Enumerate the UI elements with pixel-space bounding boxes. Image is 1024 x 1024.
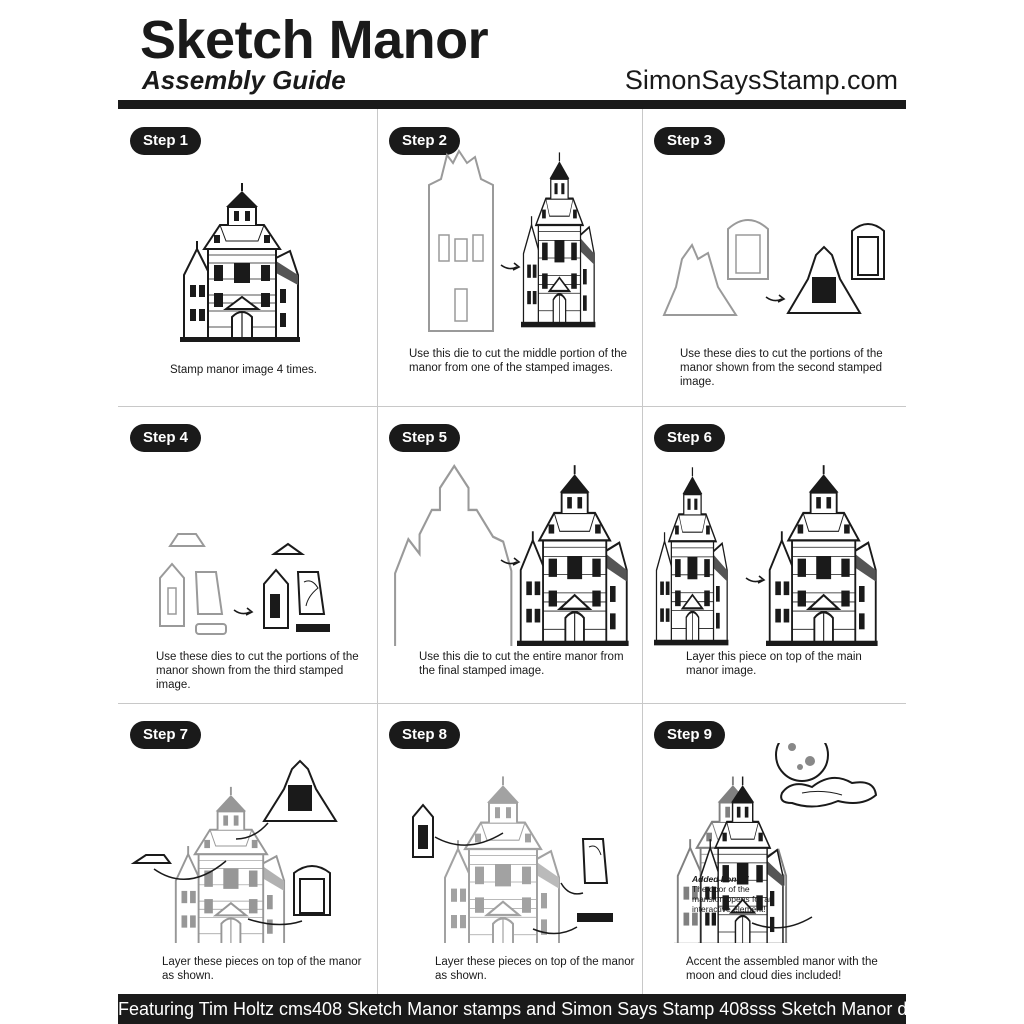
page-title: Sketch Manor — [140, 10, 489, 70]
step-7-panel: Step 7 Layer these pieces on top of the … — [118, 703, 377, 994]
grid-divider — [377, 109, 378, 994]
manor-illustration-icon — [179, 182, 301, 343]
grid-divider — [118, 703, 906, 704]
step-4-caption: Use these dies to cut the portions of th… — [156, 651, 359, 691]
manor-illustration-icon — [130, 759, 338, 943]
step-1-caption: Stamp manor image 4 times. — [170, 364, 318, 376]
grid-divider — [642, 109, 643, 994]
footer-banner: Featuring Tim Holtz cms408 Sketch Manor … — [118, 994, 930, 1024]
step-3-caption: Use these dies to cut the portions of th… — [680, 348, 883, 388]
step-9-caption: Accent the assembled manor with the moon… — [686, 956, 878, 982]
steps-grid: Step 1 Stamp manor image 4 times. Step 2… — [118, 109, 906, 994]
step-6-panel: Step 6 Layer this piece on top of the ma… — [642, 406, 906, 703]
step-1-panel: Step 1 Stamp manor image 4 times. — [118, 109, 377, 406]
step-6-caption: Layer this piece on top of the main mano… — [686, 651, 862, 677]
step-7-caption: Layer these pieces on top of the manor a… — [162, 956, 362, 982]
page-subtitle: Assembly Guide — [142, 65, 346, 95]
step-1-badge: Step 1 — [130, 127, 202, 155]
step-4-badge: Step 4 — [130, 424, 202, 452]
step-2-panel: Step 2 Use this die to cut the middle po… — [377, 109, 642, 406]
grid-divider — [118, 406, 906, 407]
manor-illustration-icon — [652, 464, 879, 646]
step-7-badge: Step 7 — [130, 721, 202, 749]
die-outline-icon — [428, 149, 597, 332]
manor-illustration-icon — [412, 775, 613, 943]
step-2-caption: Use this die to cut the middle portion o… — [409, 348, 627, 374]
step-8-panel: Step 8 Layer these pieces on top of the … — [377, 703, 642, 994]
die-outline-icon — [393, 464, 630, 646]
header-rule — [118, 100, 906, 109]
step-4-panel: Step 4 Use these dies to cut the portion… — [118, 406, 377, 703]
step-9-panel: Step 9 Accent the assembled manor with t… — [642, 703, 906, 994]
bonus-title: Added bonus! — [692, 874, 750, 884]
die-outline-icon — [662, 219, 885, 316]
step-6-badge: Step 6 — [654, 424, 726, 452]
step-8-badge: Step 8 — [389, 721, 461, 749]
step-9-badge: Step 9 — [654, 721, 726, 749]
step-8-caption: Layer these pieces on top of the manor a… — [435, 956, 635, 982]
step-3-badge: Step 3 — [654, 127, 726, 155]
step-5-panel: Step 5 Use this die to cut the entire ma… — [377, 406, 642, 703]
step-3-panel: Step 3 Use these dies to cut the portion… — [642, 109, 906, 406]
bonus-note: Added bonus! The door of the mansion ope… — [692, 874, 784, 914]
step-5-badge: Step 5 — [389, 424, 461, 452]
step-2-badge: Step 2 — [389, 127, 461, 155]
website-link[interactable]: SimonSaysStamp.com — [624, 65, 898, 95]
die-outline-icon — [159, 533, 330, 635]
manor-illustration-icon — [672, 743, 878, 943]
bonus-text: The door of the mansion opens for an int… — [692, 884, 774, 914]
step-5-caption: Use this die to cut the entire manor fro… — [419, 651, 624, 677]
